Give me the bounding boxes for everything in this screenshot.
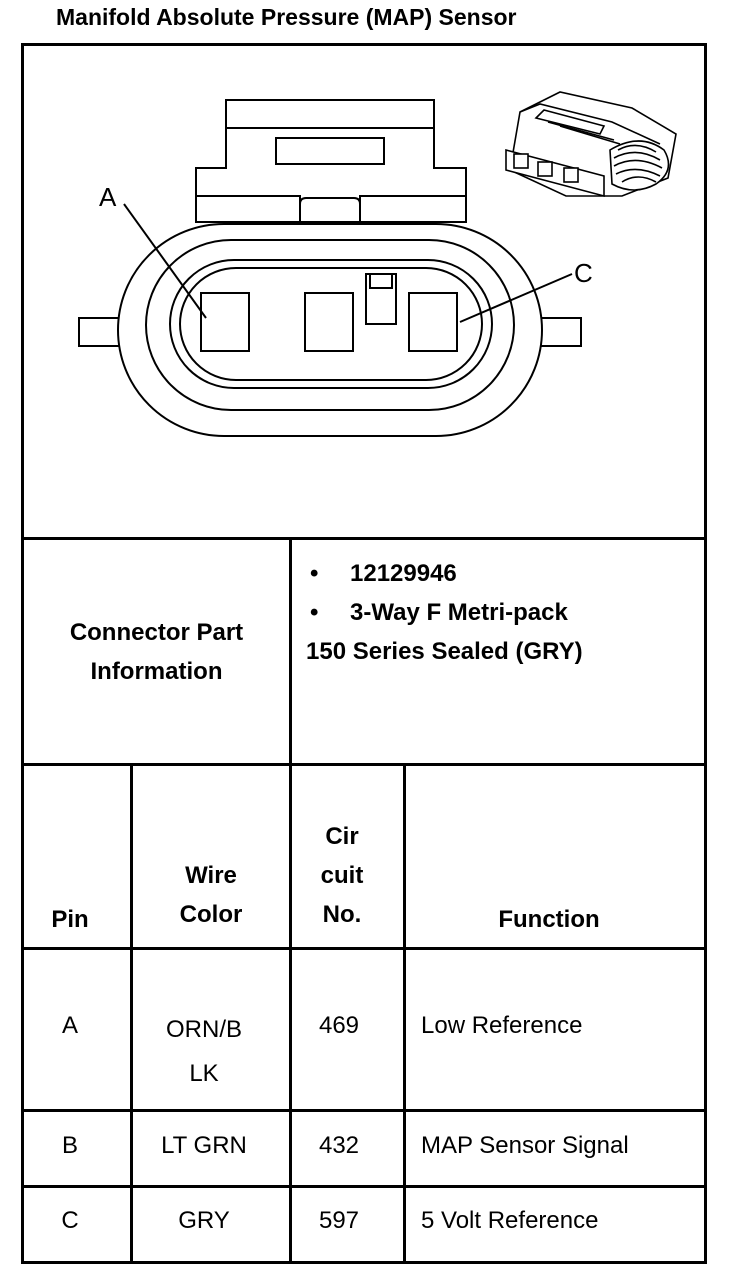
key-tab-top bbox=[369, 273, 393, 289]
pin-cavity-a bbox=[200, 292, 250, 352]
header-wire-line1: Wire bbox=[185, 862, 237, 889]
connector-cavity-inner bbox=[179, 267, 483, 381]
header-pin: Pin bbox=[24, 766, 116, 934]
pin-cavity-c bbox=[408, 292, 458, 352]
header-wire-color: Wire Color bbox=[133, 766, 289, 934]
row-function: MAP Sensor Signal bbox=[421, 1132, 701, 1172]
table-row: B bbox=[24, 1132, 116, 1172]
header-circuit-line1: Cir bbox=[325, 823, 359, 850]
bullet-icon: • bbox=[310, 560, 319, 587]
connector-seal bbox=[145, 239, 515, 411]
latch-top bbox=[225, 99, 435, 129]
header-function-label: Function bbox=[498, 906, 600, 933]
connector-info-values: • 12129946 • 3-Way F Metri-pack 150 Seri… bbox=[306, 554, 704, 754]
row-circuit: 469 bbox=[292, 1012, 386, 1052]
connector-info-label-line1: Connector Part bbox=[69, 618, 244, 646]
connector-diagram: A C bbox=[78, 91, 677, 437]
row-function: Low Reference bbox=[421, 1012, 701, 1052]
row-pin: B bbox=[61, 1132, 78, 1159]
leader-line-a bbox=[123, 203, 207, 319]
row-circuit: 597 bbox=[292, 1207, 386, 1247]
table-row: C bbox=[24, 1207, 116, 1247]
divider bbox=[21, 763, 707, 766]
row-wire-line1: GRY bbox=[178, 1207, 230, 1234]
divider bbox=[21, 1185, 707, 1188]
row-pin: C bbox=[61, 1207, 79, 1234]
header-wire-line2: Color bbox=[179, 901, 243, 928]
side-ear-right bbox=[538, 317, 582, 347]
row-circuit: 432 bbox=[292, 1132, 386, 1172]
connector-info-label: Connector Part Information bbox=[24, 540, 289, 763]
leader-line-c bbox=[459, 273, 573, 323]
row-wire-line1: ORN/B bbox=[165, 1016, 242, 1043]
row-function-value: Low Reference bbox=[421, 1012, 583, 1039]
table-row: A bbox=[24, 1012, 116, 1052]
row-function-value: MAP Sensor Signal bbox=[421, 1132, 629, 1159]
connector-cavity bbox=[169, 259, 493, 389]
latch-slot bbox=[275, 137, 385, 165]
header-circuit-line3: No. bbox=[322, 901, 362, 928]
row-wire-line2: LK bbox=[189, 1060, 219, 1087]
connector-frame bbox=[21, 43, 707, 1264]
row-circuit-value: 469 bbox=[318, 1012, 360, 1039]
row-circuit-value: 597 bbox=[318, 1207, 360, 1234]
divider bbox=[403, 763, 406, 1264]
pin-label-c: C bbox=[574, 258, 593, 288]
pin-label-a: A bbox=[99, 182, 117, 212]
divider bbox=[21, 947, 707, 950]
part-number: 12129946 bbox=[350, 560, 457, 587]
row-function: 5 Volt Reference bbox=[421, 1207, 701, 1247]
row-wire-line1: LT GRN bbox=[161, 1132, 247, 1159]
row-wire-color: LT GRN bbox=[133, 1132, 275, 1172]
description-line: • 3-Way F Metri-pack bbox=[306, 593, 583, 632]
side-ear-left bbox=[78, 317, 122, 347]
row-function-value: 5 Volt Reference bbox=[421, 1207, 599, 1234]
header-function: Function bbox=[406, 766, 692, 934]
part-number-line: • 12129946 bbox=[306, 554, 583, 593]
bullet-icon: • bbox=[310, 599, 319, 626]
divider bbox=[289, 537, 292, 1264]
connector-info-label-line2: Information bbox=[90, 657, 223, 685]
divider bbox=[21, 537, 707, 540]
row-wire-color: ORN/B LK bbox=[133, 1012, 275, 1092]
connector-description: 3-Way F Metri-pack bbox=[350, 599, 568, 626]
row-wire-color: GRY bbox=[133, 1207, 275, 1247]
connector-series: 150 Series Sealed (GRY) bbox=[306, 638, 583, 665]
divider bbox=[21, 1109, 707, 1112]
row-circuit-value: 432 bbox=[318, 1132, 360, 1159]
pin-cavity-b bbox=[304, 292, 354, 352]
header-pin-label: Pin bbox=[51, 906, 89, 933]
header-circuit: Cir cuit No. bbox=[292, 766, 392, 934]
connector-isometric-icon bbox=[505, 91, 677, 198]
header-circuit-line2: cuit bbox=[320, 862, 364, 889]
row-pin: A bbox=[61, 1012, 78, 1039]
latch-tab bbox=[299, 197, 361, 222]
page-title: Manifold Absolute Pressure (MAP) Sensor bbox=[56, 4, 517, 30]
divider bbox=[130, 763, 133, 1264]
